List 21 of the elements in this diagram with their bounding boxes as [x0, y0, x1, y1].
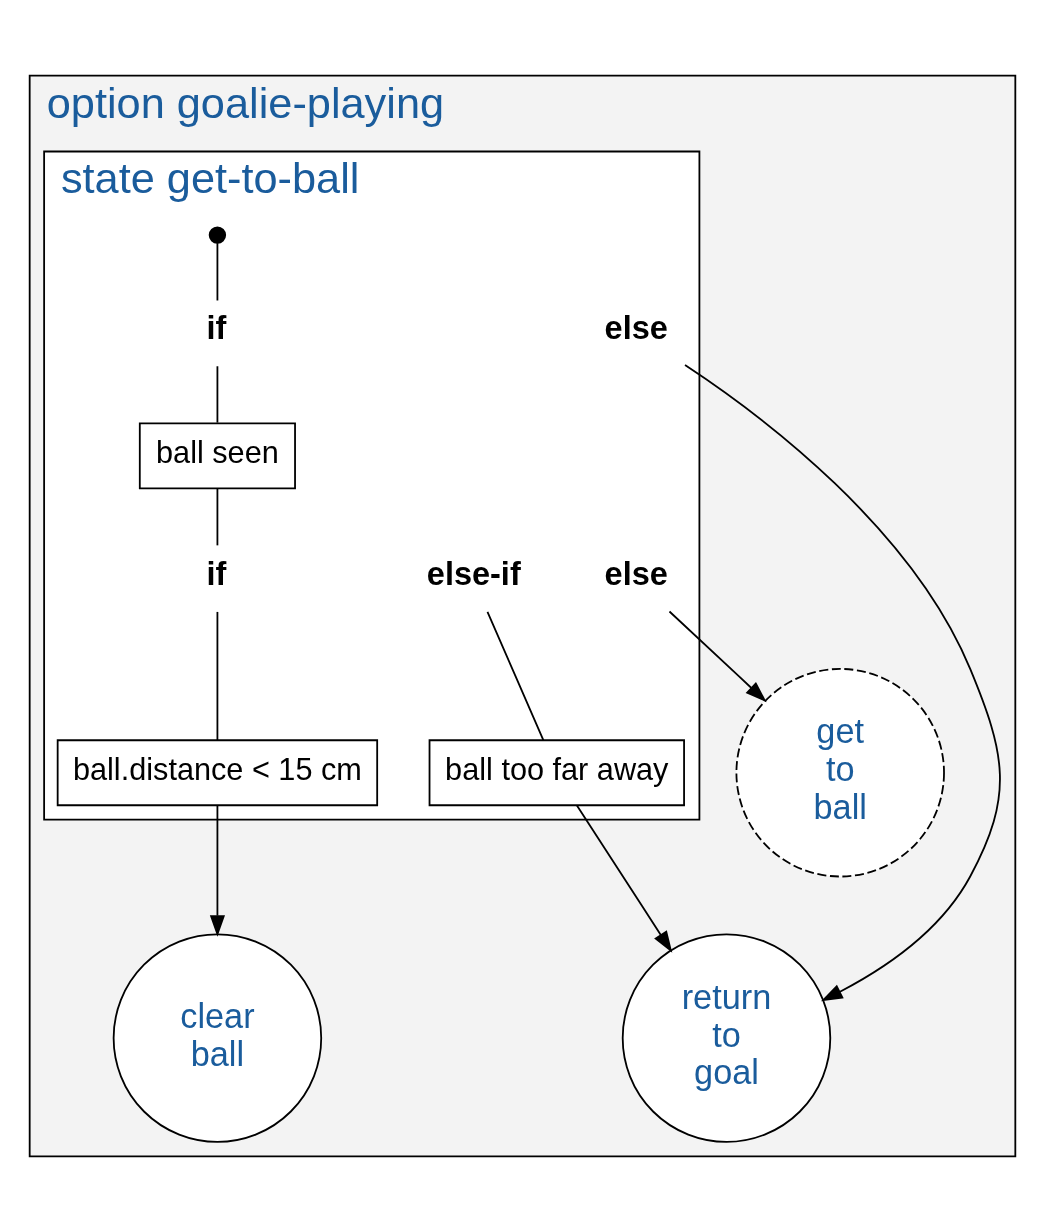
- connector: [216, 241, 219, 301]
- node-circle: return to goal: [621, 932, 832, 1143]
- node-text: if: [206, 555, 227, 592]
- node-text: else-if: [426, 555, 521, 592]
- node-circle: [208, 225, 227, 244]
- node-text: if: [206, 309, 227, 346]
- arrow: [684, 363, 1001, 1001]
- connector: [216, 610, 219, 741]
- node-text: else: [604, 309, 668, 346]
- arrow: [209, 804, 225, 937]
- connector: [486, 610, 545, 741]
- connector: [216, 487, 219, 546]
- node-box: ball too far away: [428, 738, 685, 806]
- node-circle: get to ball: [735, 667, 945, 877]
- arrow: [576, 804, 673, 953]
- connector: [216, 364, 219, 423]
- arrow: [668, 610, 767, 702]
- node-box: ball seen: [138, 422, 296, 489]
- node-box: ball.distance < 15 cm: [56, 738, 379, 806]
- node-text: else: [604, 555, 668, 592]
- node-circle: clear ball: [112, 932, 323, 1143]
